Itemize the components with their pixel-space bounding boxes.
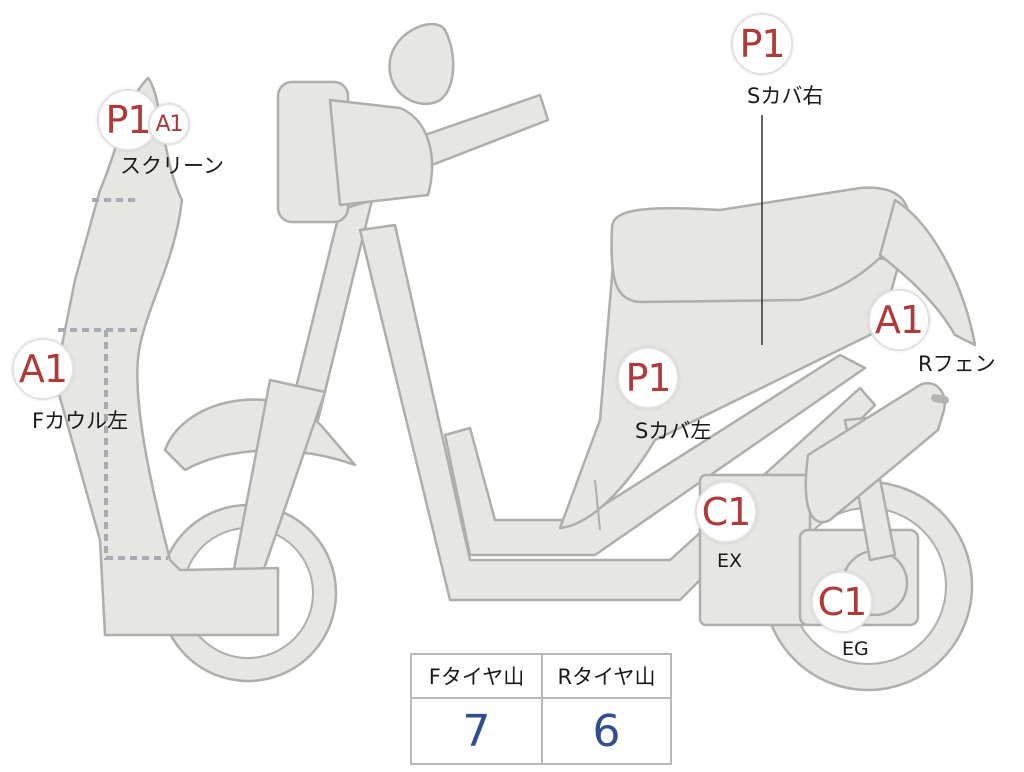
- rear-tire-header: Rタイヤ山: [541, 655, 670, 699]
- mirror: [388, 22, 455, 106]
- rfender-code-badge: A1: [868, 289, 930, 351]
- rfender-label: Rフェン: [918, 352, 996, 376]
- head-cover: [328, 98, 434, 207]
- fcowl-left-label: Fカウル左: [32, 409, 129, 433]
- screen-code2-badge: A1: [148, 103, 190, 145]
- ex-label: EX: [717, 550, 743, 572]
- scover-right-code-badge: P1: [731, 13, 793, 75]
- floor-board: [443, 353, 867, 557]
- scover-right-label: Sカバ右: [747, 84, 824, 108]
- tire-tread-table: Fタイヤ山 Rタイヤ山 7 6: [410, 653, 672, 765]
- rear-tire-value: 6: [541, 699, 670, 763]
- eg-code-badge: C1: [811, 571, 873, 633]
- front-tire-header: Fタイヤ山: [412, 655, 541, 699]
- air-box: [804, 382, 946, 524]
- screen-label: スクリーン: [120, 154, 224, 178]
- rear-fender: [878, 198, 977, 347]
- eg-label: EG: [842, 638, 869, 660]
- side-cover: [558, 238, 902, 530]
- front-tire-value: 7: [462, 705, 491, 757]
- front-cowl: [53, 76, 280, 637]
- ex-code-badge: C1: [695, 481, 757, 543]
- handlebar: [423, 93, 550, 167]
- scover-left-code-badge: P1: [617, 347, 679, 409]
- scover-left-label: Sカバ左: [635, 419, 712, 443]
- fcowl-left-code-badge: A1: [12, 338, 74, 400]
